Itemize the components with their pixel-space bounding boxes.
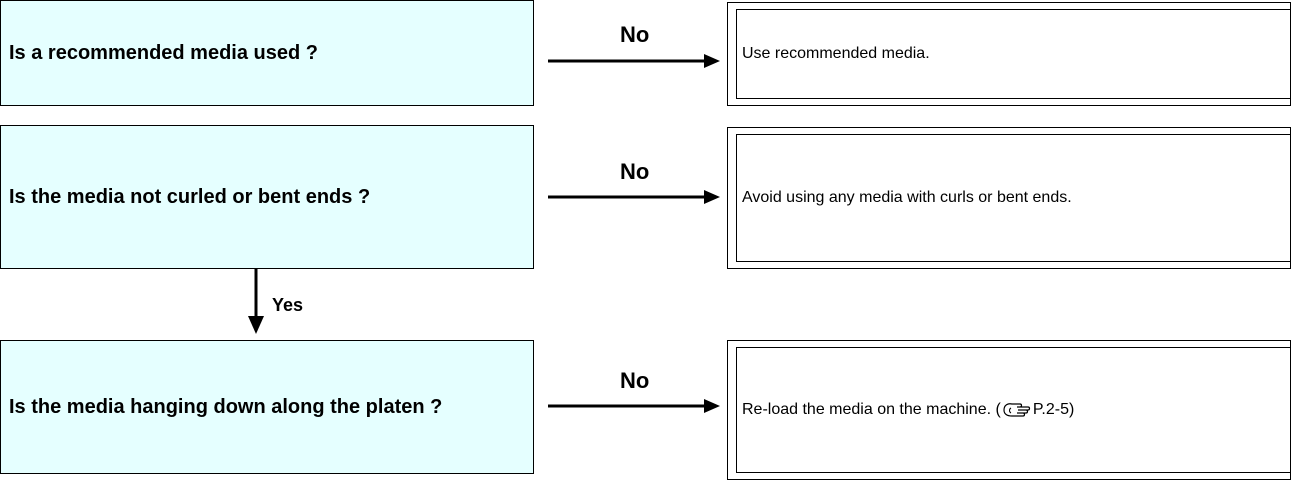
answer-inner-2: Avoid using any media with curls or bent… [736,134,1290,262]
answer-inner-1: Use recommended media. [736,9,1290,99]
answer-prefix-3: Re-load the media on the machine. ( [742,401,1001,418]
question-box-3: Is the media hanging down along the plat… [0,340,534,474]
no-label-1: No [620,22,650,47]
question-text-2: Is the media not curled or bent ends ? [9,186,371,208]
answer-ref-3[interactable]: P.2-5 [1032,401,1069,418]
answer-box-3: Re-load the media on the machine. ( P.2-… [727,340,1291,480]
no-label-2: No [620,159,650,184]
answer-suffix-3: ) [1069,401,1075,418]
question-box-2: Is the media not curled or bent ends ? [0,125,534,269]
answer-text-2: Avoid using any media with curls or bent… [742,189,1072,206]
answer-box-2: Avoid using any media with curls or bent… [727,127,1291,269]
no-arrow-2 [548,190,720,204]
question-text-1: Is a recommended media used ? [9,42,318,64]
yes-arrow [248,268,264,334]
no-arrow-3 [548,399,720,413]
reference-hand-icon [1003,403,1030,417]
no-label-3: No [620,368,650,393]
question-text-3: Is the media hanging down along the plat… [9,396,443,418]
no-arrow-1 [548,54,720,68]
answer-inner-3: Re-load the media on the machine. ( P.2-… [736,347,1290,473]
yes-label: Yes [272,295,304,315]
answer-box-1: Use recommended media. [727,2,1291,106]
question-box-1: Is a recommended media used ? [0,0,534,106]
answer-text-1: Use recommended media. [742,45,930,62]
